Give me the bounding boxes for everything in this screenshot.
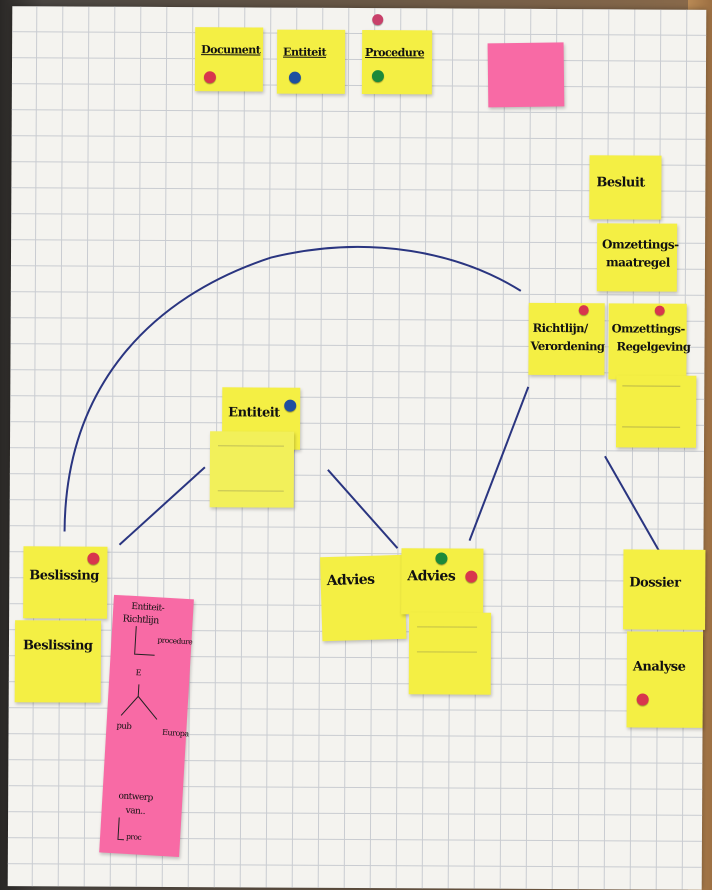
analyse-label: Analyse: [632, 659, 686, 675]
line-regelgeving-dossier: [604, 455, 661, 553]
note-advies-1: Advies: [319, 554, 407, 642]
scribble-lines: [622, 385, 681, 428]
legend-note-entiteit: Entiteit: [276, 29, 346, 94]
blank-pink-note: [487, 42, 565, 108]
scribble-lines: [416, 626, 478, 653]
blue-dot-icon: [288, 71, 301, 84]
legend-note-procedure: Procedure: [361, 30, 433, 95]
richtlijn-label-1: Richtlijn/: [532, 320, 588, 336]
green-dot-icon: [435, 552, 448, 565]
beslissing-label-2: Beslissing: [22, 638, 93, 654]
green-dot-icon: [371, 70, 384, 83]
line-entiteit-advies: [327, 469, 399, 549]
line-beslissing-entiteit: [118, 466, 206, 546]
note-entiteit-details: [209, 431, 295, 508]
red-dot-icon: [203, 71, 216, 84]
red-dot-icon: [654, 305, 665, 316]
red-dot-icon: [578, 305, 589, 316]
note-omzettingsregelgeving: Omzettings- Regelgeving: [608, 303, 690, 380]
note-dossier: Dossier: [623, 549, 706, 630]
note-analyse: Analyse: [626, 631, 704, 728]
legend-label-document: Document: [201, 43, 261, 57]
red-dot-icon: [465, 570, 478, 583]
beslissing-label-1: Beslissing: [29, 568, 99, 584]
advies-label-2: Advies: [407, 568, 456, 585]
richtlijn-label-2: Verordening: [530, 338, 605, 354]
line-richtlijn-advies: [468, 386, 530, 541]
flipchart-paper: Document Entiteit Procedure Besluit Omze…: [7, 6, 707, 890]
note-richtlijn-verordening: Richtlijn/ Verordening: [528, 302, 605, 376]
omzettingsregelgeving-label-2: Regelgeving: [616, 339, 691, 354]
omzettingsmaatregel-label-2: maatregel: [605, 255, 670, 270]
note-beslissing-1: Beslissing: [23, 546, 108, 619]
note-regelgeving-details: [616, 375, 697, 448]
arc-connector: [63, 245, 522, 532]
note-omzettingsmaatregel: Omzettings- maatregel: [596, 223, 679, 292]
besluit-label: Besluit: [596, 175, 645, 191]
omzettingsregelgeving-label-1: Omzettings-: [611, 321, 685, 336]
legend-label-procedure: Procedure: [365, 46, 425, 60]
red-dot-icon: [636, 693, 649, 706]
entiteit-label: Entiteit: [228, 405, 280, 421]
note-advies-2: Advies: [401, 548, 484, 615]
dossier-label: Dossier: [629, 575, 681, 591]
note-beslissing-2: Beslissing: [14, 620, 102, 703]
pink-arrows-icon: [117, 626, 158, 841]
advies-label-1: Advies: [326, 571, 375, 590]
note-advies-details: [408, 612, 492, 695]
scribble-lines: [217, 445, 285, 492]
note-besluit: Besluit: [589, 155, 662, 220]
legend-note-document: Document: [194, 27, 264, 92]
pin-dot-icon: [372, 14, 384, 26]
blue-dot-icon: [284, 399, 297, 412]
pen-connectors: [63, 245, 661, 553]
red-dot-icon: [87, 552, 100, 565]
legend-label-entiteit: Entiteit: [283, 45, 327, 59]
pink-procedure-strip: Entiteit- Richtlijn procedure E pub Euro…: [99, 594, 194, 857]
omzettingsmaatregel-label-1: Omzettings-: [602, 237, 679, 252]
